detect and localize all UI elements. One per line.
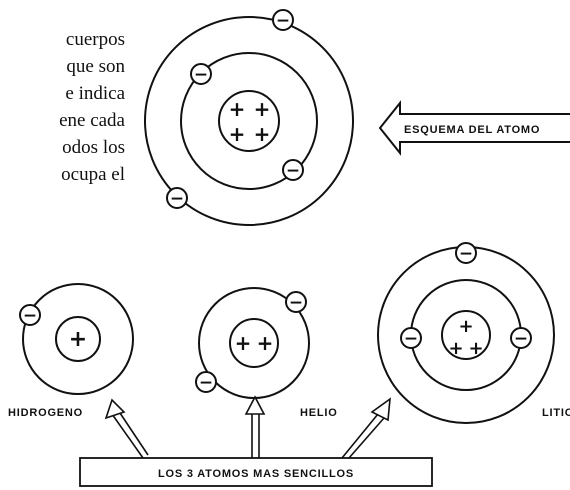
outer-orbit xyxy=(144,16,354,226)
helium-label: HELIO xyxy=(300,407,338,419)
electron: − xyxy=(166,187,188,209)
electron: − xyxy=(282,159,304,181)
hydrogen-orbit xyxy=(22,283,134,395)
electron: − xyxy=(510,327,532,349)
text-line: ene cada xyxy=(59,110,125,131)
text-line: que son xyxy=(66,56,125,77)
hydrogen-label: HIDROGENO xyxy=(8,407,83,419)
electron: − xyxy=(285,291,307,313)
lithium-label: LITIO xyxy=(542,407,570,419)
proton-sign: + xyxy=(235,331,252,355)
proton-sign: + xyxy=(254,122,271,146)
proton-sign: + xyxy=(448,338,463,359)
electron: − xyxy=(400,327,422,349)
proton-sign: + xyxy=(69,327,87,352)
electron-sign: − xyxy=(286,161,300,181)
lithium-nucleus xyxy=(441,310,491,360)
proton-sign: + xyxy=(229,122,246,146)
body-text: cuerpos que son e indica ene cada odos l… xyxy=(0,26,125,188)
caption-box xyxy=(79,457,433,487)
electron-sign: − xyxy=(276,11,290,31)
text-line: cuerpos xyxy=(65,29,125,50)
hydrogen-nucleus xyxy=(55,316,101,362)
scheme-label: ESQUEMA DEL ATOMO xyxy=(404,124,540,136)
electron: − xyxy=(195,371,217,393)
helium-nucleus xyxy=(229,318,279,368)
electron: − xyxy=(272,9,294,31)
inner-orbit xyxy=(180,52,318,190)
helium-atom: + + − − xyxy=(195,287,310,399)
electron-sign: − xyxy=(459,244,473,264)
electron-sign: − xyxy=(289,293,303,313)
text-line: e indica xyxy=(65,83,125,104)
proton-sign: + xyxy=(254,97,271,121)
electron: − xyxy=(190,63,212,85)
proton-sign: + xyxy=(458,316,473,337)
caption-arrows xyxy=(104,395,391,459)
caption-label: LOS 3 ATOMOS MAS SENCILLOS xyxy=(158,468,354,480)
electron-sign: − xyxy=(23,306,37,326)
electron: − xyxy=(19,304,41,326)
nucleus xyxy=(218,90,280,152)
proton-sign: + xyxy=(468,338,483,359)
scheme-arrow: ESQUEMA DEL ATOMO xyxy=(378,100,570,156)
electron-sign: − xyxy=(404,329,418,349)
atom-scheme: + + + + − − − − xyxy=(144,9,354,226)
electron-sign: − xyxy=(170,189,184,209)
electron-sign: − xyxy=(199,373,213,393)
proton-sign: + xyxy=(229,97,246,121)
electron: − xyxy=(455,242,477,264)
lithium-atom: + + + − − − xyxy=(377,242,555,424)
text-line: odos los xyxy=(62,137,125,158)
electron-sign: − xyxy=(514,329,528,349)
text-line: ocupa el xyxy=(61,164,125,185)
electron-sign: − xyxy=(194,65,208,85)
hydrogen-atom: + − xyxy=(19,283,134,395)
proton-sign: + xyxy=(257,331,274,355)
